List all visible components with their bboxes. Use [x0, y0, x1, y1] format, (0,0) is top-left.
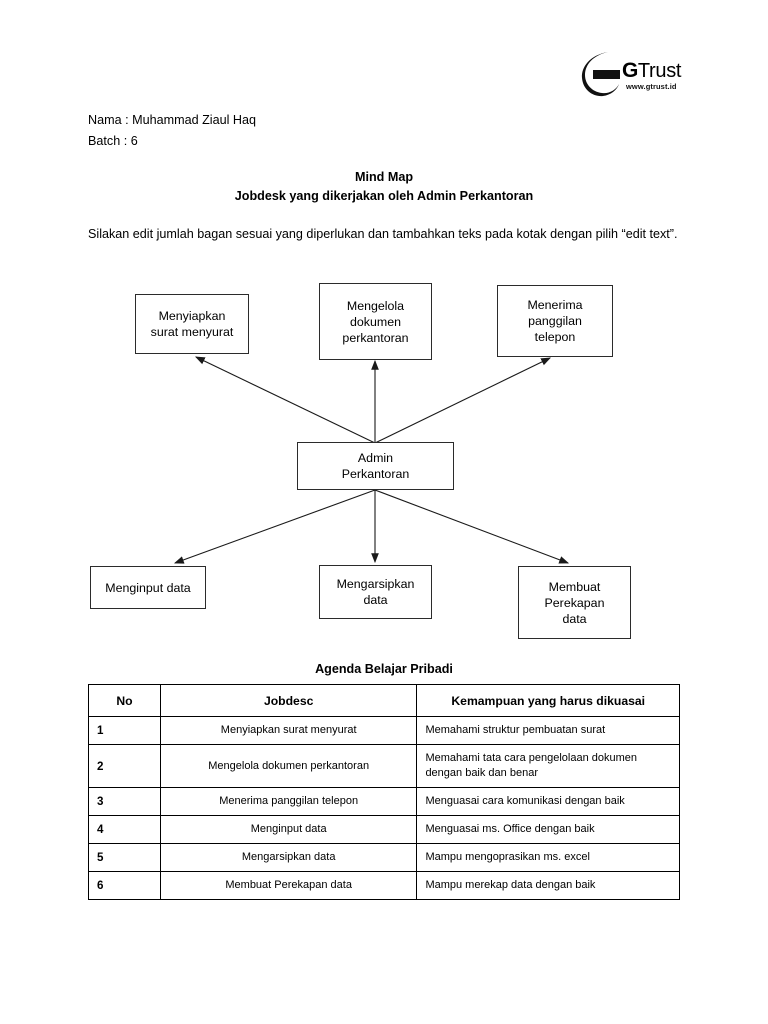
table-row: 5 Mengarsipkan data Mampu mengoprasikan … [88, 843, 680, 872]
node-text-line-1: Membuat [548, 579, 601, 594]
connector-to-membuat-perekapan [374, 489, 570, 564]
student-name-line: Nama : Muhammad Ziaul Haq [88, 113, 256, 127]
cell-jobdesc-line-1: Menyiapkan surat menyurat [220, 724, 357, 736]
mindmap-node-admin-perkantoran[interactable]: Admin Perkantoran [297, 442, 454, 490]
table-header-row: No Jobdesc Kemampuan yang harus dikuasai [88, 684, 680, 717]
node-text-line-2: dokumen [350, 314, 401, 329]
center-node-line-1: Admin [357, 451, 394, 465]
node-text-line-1: Mengarsipkan [336, 577, 415, 591]
cell-jobdesc: Mengarsipkan data [159, 843, 418, 872]
page-title: Mind Map Jobdesk yang dikerjakan oleh Ad… [88, 168, 680, 206]
batch-line: Batch : 6 [88, 134, 138, 148]
cell-no: 3 [88, 787, 161, 816]
cell-no: 5 [88, 843, 161, 872]
center-node-line-2: Perkantoran [341, 467, 410, 481]
cell-skill-line-1: Memahami struktur pembuatan surat [425, 724, 606, 736]
cell-no: 2 [88, 744, 161, 788]
cell-skill-line-1: Mampu merekap data dengan baik [425, 879, 596, 891]
cell-jobdesc-line-1: Menerima panggilan telepon [219, 795, 359, 807]
cell-jobdesc: Membuat Perekapan data [159, 871, 418, 900]
cell-skill: Menguasai ms. Office dengan baik [416, 815, 680, 844]
mindmap-node-membuat-perekapan[interactable]: Membuat Perekapan data [518, 566, 631, 639]
table-row: 2 Mengelola dokumen perkantoran Memahami… [88, 744, 680, 788]
cell-skill: Menguasai cara komunikasi dengan baik [416, 787, 680, 816]
header-meta: Nama : Muhammad Ziaul Haq Batch : 6 [88, 110, 256, 152]
mindmap-node-menginput-data[interactable]: Menginput data [90, 566, 206, 609]
column-header-skill: Kemampuan yang harus dikuasai [416, 684, 680, 717]
logo-g-letter: G [622, 59, 638, 82]
cell-skill-line-1: Memahami tata cara pengelolaan dokumen [425, 752, 638, 764]
column-header-jobdesc: Jobdesc [159, 684, 418, 717]
cell-skill-line-1: Menguasai cara komunikasi dengan baik [425, 795, 625, 807]
mindmap-node-menyiapkan-surat[interactable]: Menyiapkan surat menyurat [135, 294, 249, 354]
connector-to-menerima-telepon [374, 357, 551, 444]
instruction-paragraph: Silakan edit jumlah bagan sesuai yang di… [88, 227, 678, 241]
cell-skill: Memahami struktur pembuatan surat [416, 716, 680, 745]
mindmap-node-menerima-telepon[interactable]: Menerima panggilan telepon [497, 285, 613, 357]
table-row: 4 Menginput data Menguasai ms. Office de… [88, 815, 680, 844]
cell-skill: Mampu merekap data dengan baik [416, 871, 680, 900]
cell-no: 6 [88, 871, 161, 900]
node-text-line-2: data [363, 593, 388, 607]
connector-to-menyiapkan-surat [195, 356, 376, 444]
logo-wordmark: GTrust [622, 60, 700, 81]
node-text-line-3: data [562, 611, 587, 626]
logo-trust-word: Trust [637, 60, 682, 82]
node-text-line-2: surat menyurat [150, 325, 234, 339]
logo-url: www.gtrust.id [626, 82, 677, 91]
node-text-line-1: Menyiapkan [158, 309, 226, 323]
cell-skill-line-1: Menguasai ms. Office dengan baik [425, 823, 595, 835]
cell-jobdesc-line-2: Perekapan data [274, 879, 352, 891]
cell-jobdesc: Menginput data [159, 815, 418, 844]
table-row: 6 Membuat Perekapan data Mampu merekap d… [88, 871, 680, 900]
cell-jobdesc-line-1: Membuat [225, 879, 272, 891]
crescent-g-mark-icon [581, 52, 620, 97]
title-line-2: Jobdesk yang dikerjakan oleh Admin Perka… [234, 189, 534, 203]
cell-no: 1 [88, 716, 161, 745]
table-row: 3 Menerima panggilan telepon Menguasai c… [88, 787, 680, 816]
gtrust-logo: GTrust www.gtrust.id [578, 46, 698, 104]
table-row: 1 Menyiapkan surat menyurat Memahami str… [88, 716, 680, 745]
cell-skill: Memahami tata cara pengelolaan dokumen d… [416, 744, 680, 788]
node-text-line-3: perkantoran [342, 330, 409, 345]
column-header-no: No [88, 684, 161, 717]
cell-jobdesc-line-1: Mengarsipkan data [241, 851, 336, 863]
cell-skill: Mampu mengoprasikan ms. excel [416, 843, 680, 872]
table-title: Agenda Belajar Pribadi [315, 662, 453, 676]
connector-to-menginput-data [173, 489, 376, 564]
node-text-line-1: Mengelola [346, 298, 405, 313]
cell-jobdesc-line-1: Menginput data [250, 823, 327, 835]
cell-jobdesc: Menyiapkan surat menyurat [159, 716, 418, 745]
node-text-line-3: telepon [534, 330, 576, 344]
node-text-line-1: Menginput data [105, 580, 191, 595]
cell-jobdesc: Menerima panggilan telepon [159, 787, 418, 816]
cell-no: 4 [88, 815, 161, 844]
node-text-line-1: Menerima [527, 298, 583, 312]
node-text-line-2: Perekapan [544, 595, 605, 610]
title-line-1: Mind Map [354, 170, 414, 184]
mindmap-node-mengarsipkan-data[interactable]: Mengarsipkan data [319, 565, 432, 619]
node-text-line-2: panggilan [528, 314, 582, 328]
mindmap-node-mengelola-dokumen[interactable]: Mengelola dokumen perkantoran [319, 283, 432, 360]
cell-skill-line-1: Mampu mengoprasikan ms. excel [425, 851, 590, 863]
cell-jobdesc: Mengelola dokumen perkantoran [159, 744, 418, 788]
cell-skill-line-2: dengan baik dan benar [425, 767, 538, 779]
agenda-table: No Jobdesc Kemampuan yang harus dikuasai… [88, 684, 680, 900]
cell-jobdesc-line-1: Mengelola dokumen perkantoran [208, 759, 370, 772]
